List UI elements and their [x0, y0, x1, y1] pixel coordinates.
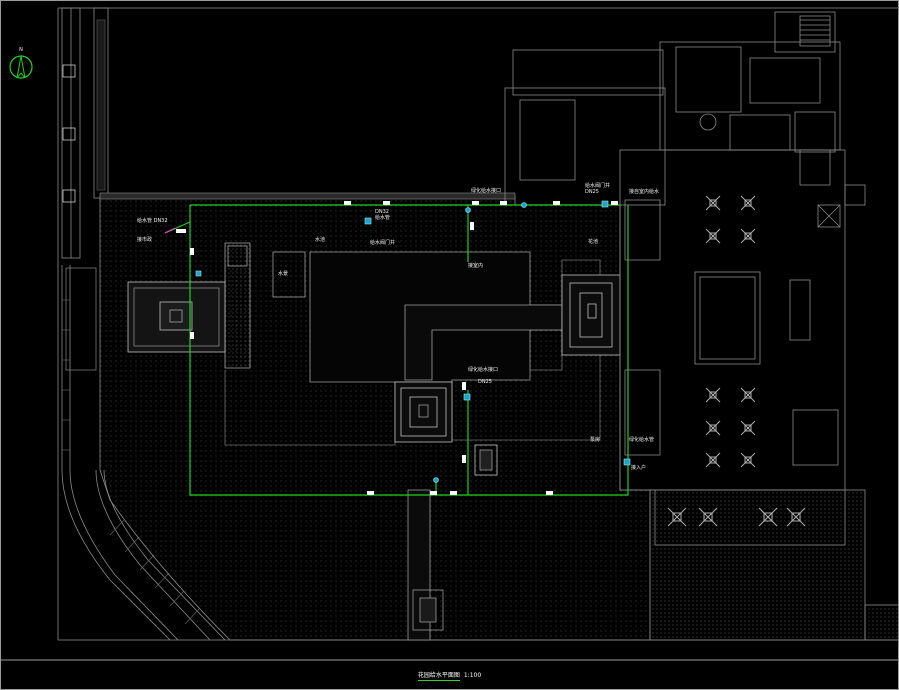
central-fountain	[394, 381, 453, 443]
annotations: 给水管 DN32 接市政 DN32 给水管 给水阀门井 绿化给水接口 给水阀门井…	[137, 182, 659, 471]
supply-inlet-pipe	[164, 227, 176, 234]
garden-wall	[99, 192, 516, 200]
valve-markers	[195, 200, 631, 483]
label-pump-room: 泵房	[590, 436, 600, 443]
outlet-markers	[176, 201, 618, 495]
label-dn25-2: DN25	[478, 379, 492, 385]
label-planter: 花池	[588, 238, 598, 245]
restaurant-wing	[619, 149, 866, 546]
caption-title: 花园给水平面图	[417, 672, 460, 681]
label-water-feature: 水景	[278, 270, 288, 277]
label-valve-well-2: 给水阀门井	[585, 182, 610, 189]
label-from-indoor: 接自室内给水	[629, 188, 659, 195]
north-label: N	[19, 47, 23, 53]
courtyard-path	[224, 259, 601, 446]
label-supply-dn32: 给水管 DN32	[137, 217, 168, 224]
corner-ground	[864, 604, 899, 641]
right-fountain	[561, 274, 621, 356]
upper-building	[504, 11, 841, 206]
terrace-ground	[649, 489, 866, 641]
label-to-indoor: 接室内	[468, 262, 483, 269]
label-green-interface-2: 绿化给水接口	[468, 366, 498, 373]
label-dn32: DN32	[375, 209, 389, 215]
label-green-pipe: 绿化给水管	[629, 436, 654, 443]
label-dn25: DN25	[585, 189, 599, 195]
label-municipal: 接市政	[137, 236, 152, 243]
north-arrow-icon: N	[9, 47, 33, 79]
lower-walkway	[407, 444, 498, 641]
label-supply: 给水管	[375, 214, 390, 221]
label-entry: 接入户	[631, 464, 646, 471]
dining-tables	[667, 195, 806, 527]
label-valve-well-1: 给水阀门井	[370, 239, 395, 246]
central-pavilion	[224, 242, 563, 383]
label-green-interface: 绿化给水接口	[471, 187, 501, 194]
label-pool: 水池	[315, 236, 325, 243]
left-street-hatching	[62, 299, 200, 625]
left-street-strip	[61, 7, 226, 641]
left-pool	[65, 267, 226, 371]
caption-scale: 1:100	[463, 672, 482, 679]
